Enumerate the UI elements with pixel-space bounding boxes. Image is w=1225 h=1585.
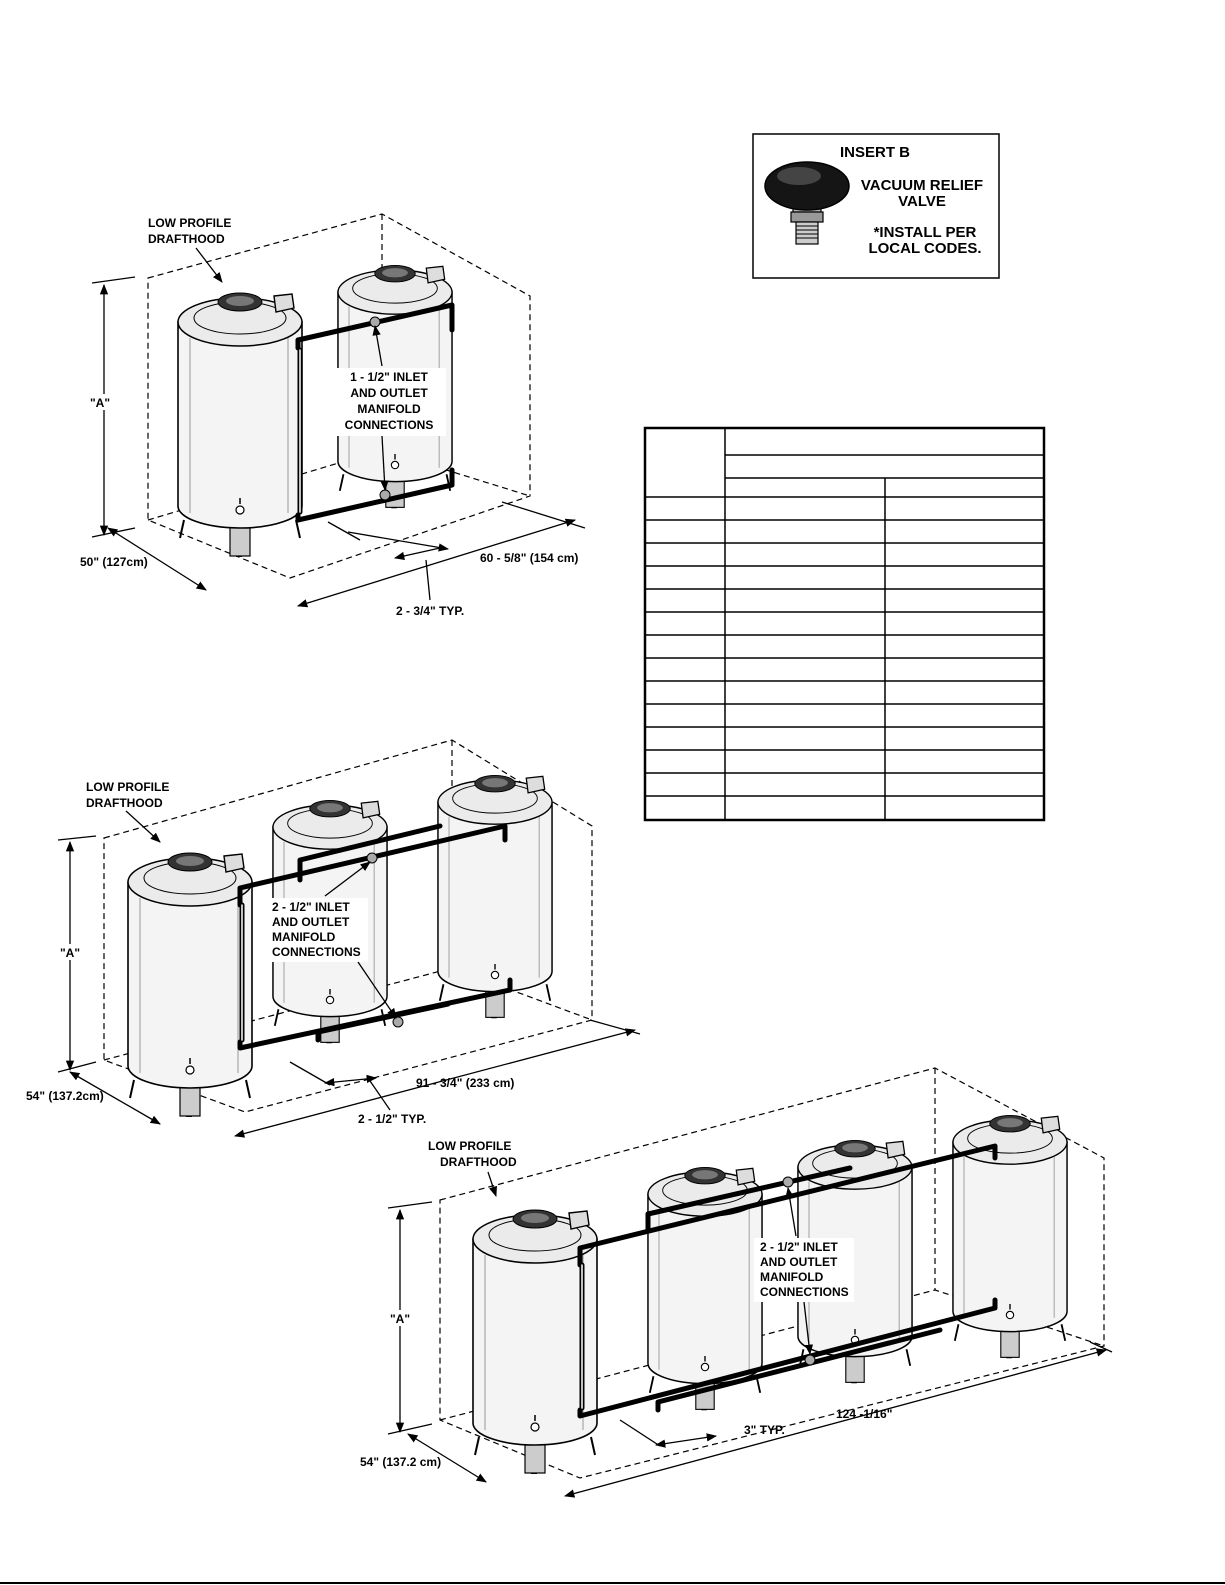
insert-title: INSERT B xyxy=(840,144,910,161)
valve-label-line2: VALVE xyxy=(898,193,946,210)
fig3-width-dim xyxy=(563,1348,1108,1498)
fig1-depth-label: 50" (127cm) xyxy=(80,555,148,569)
fig3-manifold-label3: MANIFOLD xyxy=(760,1270,824,1284)
fig3-depth-label: 54" (137.2 cm) xyxy=(360,1455,441,1469)
fig3-inlet-manifold xyxy=(577,1297,998,1419)
fig2-drafthood-label2: DRAFTHOOD xyxy=(86,796,163,810)
fig2-width-label: 91 - 3/4" (233 cm) xyxy=(416,1076,514,1090)
fig3-manifold-label4: CONNECTIONS xyxy=(760,1285,849,1299)
install-note-line1: *INSTALL PER xyxy=(874,224,977,241)
fig1-manifold-label3: MANIFOLD xyxy=(357,402,421,416)
fig2-depth-label: 54" (137.2cm) xyxy=(26,1089,104,1103)
valve-label-line1: VACUUM RELIEF xyxy=(861,177,983,194)
fig3-manifold-label2: AND OUTLET xyxy=(760,1255,838,1269)
table-frame xyxy=(643,426,1046,822)
fig1-spacing-label: 2 - 3/4" TYP. xyxy=(396,604,464,618)
fig1-drafthood-label1: LOW PROFILE xyxy=(148,216,231,230)
fig1-manifold-label2: AND OUTLET xyxy=(350,386,428,400)
fig2-tank-front xyxy=(127,852,253,1117)
fig1-height-label: "A" xyxy=(90,396,110,410)
fig3-drafthood-label2: DRAFTHOOD xyxy=(440,1155,517,1169)
fig1-manifold-label4: CONNECTIONS xyxy=(345,418,434,432)
fig2-drafthood-label1: LOW PROFILE xyxy=(86,780,169,794)
fig2-tank-rear xyxy=(437,774,553,1019)
fig1-drafthood-label2: DRAFTHOOD xyxy=(148,232,225,246)
fig1-depth-dim xyxy=(107,527,207,591)
insert-b: INSERT B VACUUM RELIEF VALVE *INSTALL PE… xyxy=(752,133,1000,279)
fig1-tank-front xyxy=(177,292,303,557)
fig1-width-dim xyxy=(297,518,576,608)
fig2-manifold-label2: AND OUTLET xyxy=(272,915,350,929)
table-grid xyxy=(645,428,1044,820)
fig3-width-label: 124 -1/16" xyxy=(836,1407,892,1421)
figure-two-tank: LOW PROFILE DRAFTHOOD "A" 1 - 1/2" INLET… xyxy=(80,213,586,618)
fig1-width-label: 60 - 5/8" (154 cm) xyxy=(480,551,578,565)
fig2-spacing-label: 2 - 1/2" TYP. xyxy=(358,1112,426,1126)
fig2-height-label: "A" xyxy=(60,946,80,960)
fig2-width-dim xyxy=(233,1028,637,1138)
dimension-table xyxy=(643,426,1046,822)
fig1-inlet-manifold xyxy=(295,467,455,523)
fig2-manifold-label1: 2 - 1/2" INLET xyxy=(272,900,350,914)
fig3-spacing-label: 3" TYP. xyxy=(744,1423,785,1437)
fig3-drafthood-label1: LOW PROFILE xyxy=(428,1139,511,1153)
fig3-height-label: "A" xyxy=(390,1312,410,1326)
fig1-manifold-label1: 1 - 1/2" INLET xyxy=(350,370,428,384)
fig2-depth-dim xyxy=(69,1071,161,1125)
fig3-manifold-label1: 2 - 1/2" INLET xyxy=(760,1240,838,1254)
figure-three-tank: LOW PROFILE DRAFTHOOD "A" 2 - 1/2" INLET… xyxy=(26,739,641,1138)
fig2-manifold-label3: MANIFOLD xyxy=(272,930,336,944)
fig3-depth-dim xyxy=(407,1433,487,1483)
install-note-line2: LOCAL CODES. xyxy=(868,240,981,257)
fig2-manifold-label4: CONNECTIONS xyxy=(272,945,361,959)
figure-four-tank: LOW PROFILE DRAFTHOOD "A" 2 - 1/2" INLET… xyxy=(360,1067,1113,1498)
